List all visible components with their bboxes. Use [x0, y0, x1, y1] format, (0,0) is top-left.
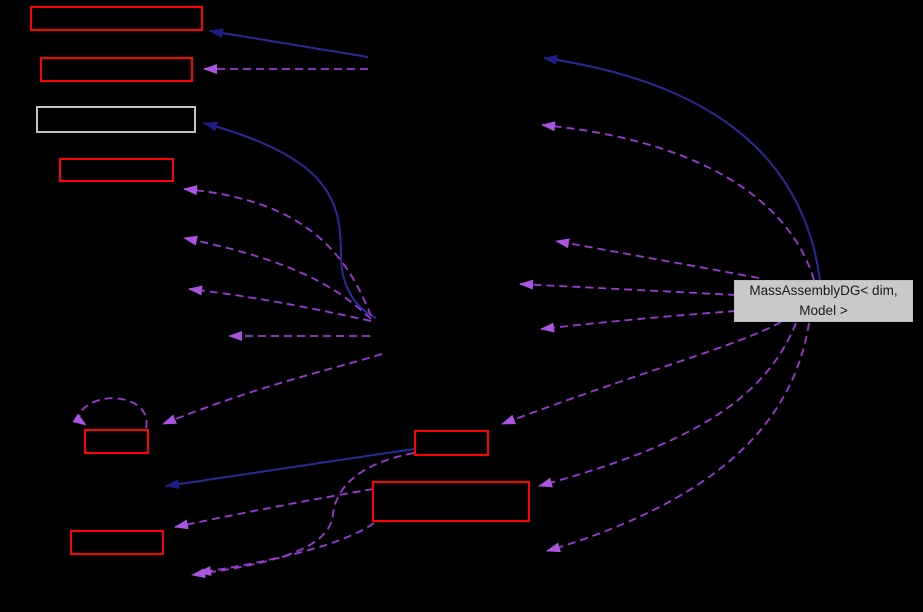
edge-usage-9 [183, 185, 372, 317]
main-class-node-massassemblydg[interactable]: MassAssemblyDG< dim, Model > [734, 280, 913, 322]
class-node-7[interactable] [372, 481, 530, 522]
edge-usage-self-loop [72, 397, 148, 429]
edge-usage-16 [197, 522, 375, 576]
class-node-4[interactable] [59, 158, 174, 182]
edge-usage-8 [546, 322, 810, 553]
class-node-8[interactable] [70, 530, 164, 555]
edge-usage-13 [162, 353, 383, 425]
edge-usage-3 [555, 238, 760, 279]
edge-usage-2 [541, 121, 815, 281]
class-node-5[interactable] [84, 429, 149, 454]
main-node-label-line1: MassAssemblyDG< dim, [749, 282, 898, 298]
edge-inherit-1 [209, 28, 369, 58]
edge-usage-5 [540, 310, 737, 333]
class-node-6[interactable] [414, 430, 489, 456]
edge-usage-7 [538, 322, 797, 488]
edge-inherit-3 [203, 121, 377, 319]
class-node-2[interactable] [40, 57, 193, 82]
main-node-label-line2: Model > [799, 303, 848, 318]
class-node-3[interactable] [36, 106, 196, 133]
edge-usage-4 [519, 279, 737, 296]
edge-usage-6 [501, 321, 782, 425]
class-node-1[interactable] [30, 6, 203, 31]
edge-usage-10 [183, 235, 372, 320]
edge-inherit-2 [543, 54, 821, 281]
edge-usage-11 [188, 285, 372, 322]
edge-usage-14 [174, 488, 374, 530]
edge-inherit-4 [165, 448, 415, 490]
